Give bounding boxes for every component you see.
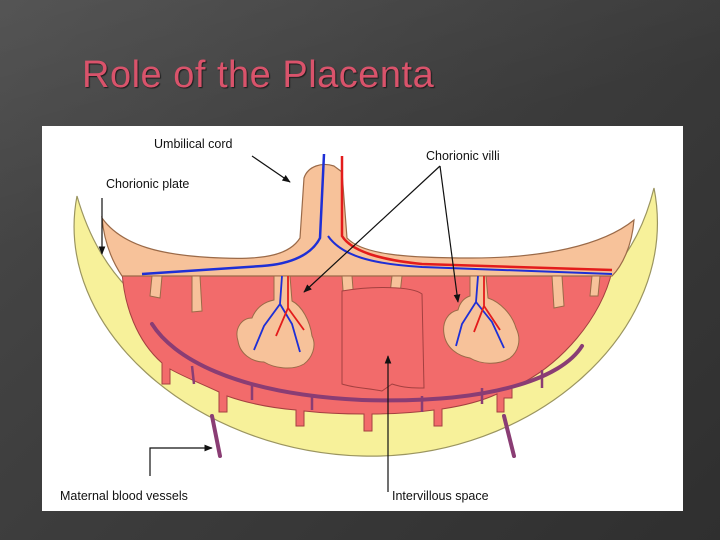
- maternal-vessel-branches: [190, 365, 544, 412]
- umbilical-vein-right: [327, 235, 613, 275]
- label-leaders: [98, 155, 461, 492]
- label-umbilical-cord: Umbilical cord: [154, 137, 233, 151]
- leader-chorionic-villi-left: [303, 165, 441, 293]
- umbilical-vein: [141, 153, 326, 276]
- maternal-vessels: [150, 322, 584, 458]
- umbilical-artery: [340, 156, 613, 272]
- villous-vessels: [253, 275, 505, 353]
- leader-chorionic-villi-right: [439, 165, 461, 303]
- label-intervillous-space: Intervillous space: [392, 489, 489, 503]
- central-pillar: [341, 287, 425, 392]
- label-chorionic-villi: Chorionic villi: [426, 149, 500, 163]
- leader-umbilical-cord: [251, 155, 291, 183]
- leader-maternal-vessels: [149, 444, 213, 476]
- label-maternal-blood-vessels: Maternal blood vessels: [60, 489, 188, 503]
- slide-title: Role of the Placenta: [82, 54, 435, 96]
- placenta-diagram: Umbilical cord Chorionic villi Chorionic…: [42, 126, 683, 511]
- label-chorionic-plate: Chorionic plate: [106, 177, 189, 191]
